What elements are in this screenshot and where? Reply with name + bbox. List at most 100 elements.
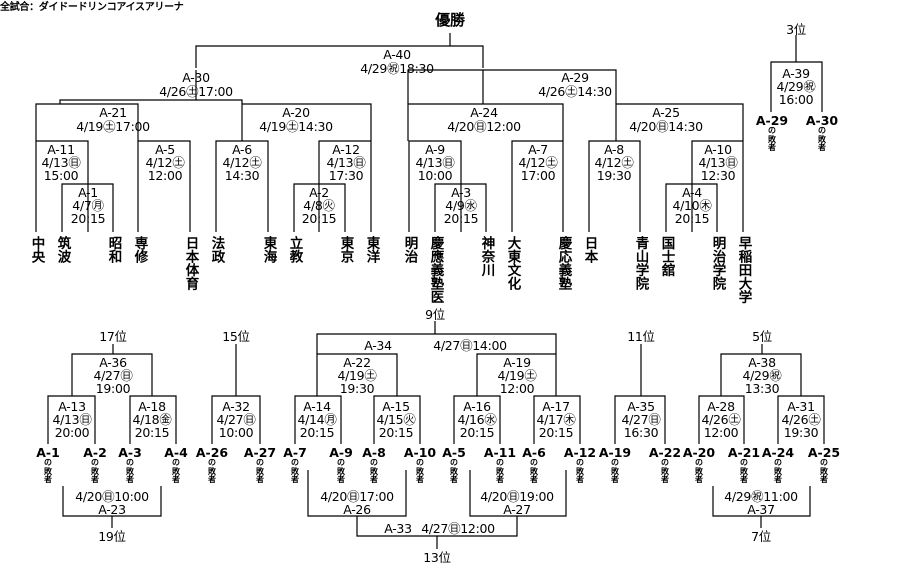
match-a2-time: 20:15	[301, 211, 337, 226]
match-a11-time: 15:00	[43, 168, 79, 183]
match-a6-date: 4/12㊏	[222, 155, 262, 170]
line-a29	[407, 69, 617, 104]
match-a18-time: 20:15	[134, 425, 170, 440]
match-a36-time: 19:00	[95, 381, 131, 396]
match-a37-id: A-37	[747, 502, 775, 517]
line-a28	[698, 395, 745, 444]
line-a22	[316, 353, 398, 396]
match-a38-time: 13:30	[744, 381, 780, 396]
match-a31-time: 19:30	[783, 425, 819, 440]
match-a4-time: 20:15	[674, 211, 710, 226]
ninth-place-label: 9位	[425, 307, 445, 322]
line-a14	[294, 395, 342, 444]
match-a16-id: A-16	[463, 399, 491, 414]
line-a31	[777, 395, 825, 444]
match-a39-time: 16:00	[778, 92, 814, 107]
match-a39-date: 4/29㊗	[776, 79, 816, 94]
line-a7	[511, 140, 564, 232]
line-a30-a29-stem	[195, 70, 484, 104]
match-a12-date: 4/13㊐	[326, 155, 366, 170]
match-a15-date: 4/15㊋	[376, 412, 416, 427]
match-a40-id: A-40	[383, 47, 411, 62]
team-showa: 昭和	[105, 236, 122, 263]
team-chuo: 中央	[28, 236, 45, 263]
match-a17-time: 20:15	[538, 425, 574, 440]
match-a6-id: A-6	[232, 142, 252, 157]
match-a33-date: 4/27㊐12:00	[421, 521, 495, 536]
match-a29-id: A-29	[561, 70, 589, 85]
line-a19	[476, 353, 557, 396]
match-a4-date: 4/10㊍	[672, 198, 712, 213]
team-keio-med: 慶應義塾医	[427, 236, 444, 304]
match-a10-date: 4/13㊐	[698, 155, 738, 170]
match-a2-id: A-2	[309, 185, 329, 200]
match-a3-id: A-3	[451, 185, 471, 200]
match-a18-id: A-18	[138, 399, 166, 414]
third-place-label: 3位	[786, 22, 806, 37]
seventeenth-place-label: 17位	[99, 329, 127, 344]
match-a8-date: 4/12㊏	[594, 155, 634, 170]
match-a26-id: A-26	[343, 502, 371, 517]
match-a38-date: 4/29㊗	[742, 368, 782, 383]
match-a17-date: 4/17㊍	[536, 412, 576, 427]
match-a7-date: 4/12㊏	[518, 155, 558, 170]
match-a35-id: A-35	[627, 399, 655, 414]
team-aoyama: 青山学院	[632, 236, 649, 290]
match-a32-date: 4/27㊐	[216, 412, 256, 427]
line-a21	[35, 103, 139, 141]
match-a34-date: 4/27㊐14:00	[433, 338, 507, 353]
match-a1-id: A-1	[78, 185, 98, 200]
line-a38	[720, 353, 802, 396]
match-a36-id: A-36	[99, 355, 127, 370]
team-nittai: 日本体育	[182, 236, 199, 290]
match-a12-id: A-12	[332, 142, 360, 157]
match-a28-time: 12:00	[703, 425, 739, 440]
match-a28-date: 4/26㊏	[701, 412, 741, 427]
match-a15-id: A-15	[382, 399, 410, 414]
match-a21-id: A-21	[99, 105, 127, 120]
match-a20-id: A-20	[282, 105, 310, 120]
line-a1	[61, 183, 114, 232]
match-a25-date: 4/20㊐14:30	[629, 119, 703, 134]
match-a22-time: 19:30	[339, 381, 375, 396]
line-a17	[533, 395, 581, 444]
thirteenth-place-label: 13位	[423, 550, 451, 565]
match-a18-date: 4/18㊎	[132, 412, 172, 427]
team-tokyo: 東京	[337, 236, 354, 263]
fifth-place-label: 5位	[752, 329, 772, 344]
team-daito-bunka: 大東文化	[504, 236, 521, 290]
line-a2	[293, 183, 346, 232]
match-a14-date: 4/14㊊	[297, 412, 337, 427]
line-a40	[195, 45, 484, 68]
match-a32-time: 10:00	[218, 425, 254, 440]
match-a9-date: 4/13㊐	[415, 155, 455, 170]
match-a39-id: A-39	[782, 66, 810, 81]
venue-label: 全試合：ダイドードリンコアイスアリーナ	[0, 2, 184, 13]
match-a21-date: 4/19㊏17:00	[76, 119, 150, 134]
match-a14-time: 20:15	[299, 425, 335, 440]
match-a35-date: 4/27㊐	[621, 412, 661, 427]
match-a34-id: A-34	[364, 338, 392, 353]
match-a35-time: 16:30	[623, 425, 659, 440]
match-a9-time: 10:00	[417, 168, 453, 183]
line-a25	[615, 103, 744, 141]
team-kanagawa: 神奈川	[478, 236, 495, 277]
line-a27	[469, 470, 567, 517]
match-a30-id: A-30	[182, 70, 210, 85]
fifteenth-place-label: 15位	[222, 329, 250, 344]
match-a5-date: 4/12㊏	[145, 155, 185, 170]
nineteenth-place-label: 19位	[98, 529, 126, 544]
match-a10-time: 12:30	[700, 168, 736, 183]
